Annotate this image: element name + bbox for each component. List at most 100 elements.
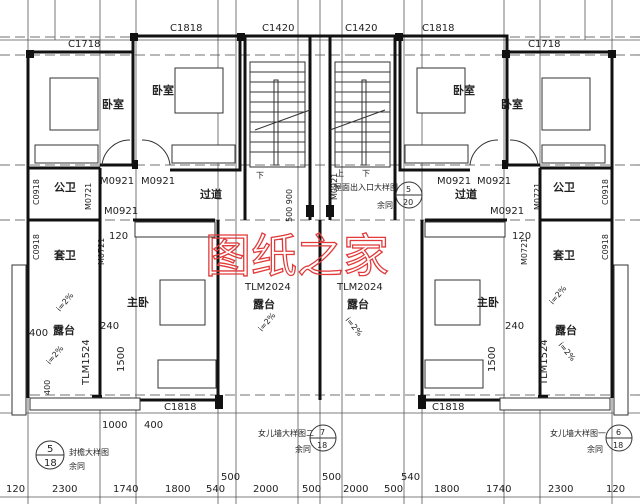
dim-label: 2300 (548, 484, 573, 495)
dim-label: 500 (322, 472, 341, 483)
note-same: 余同 (69, 461, 85, 471)
window-label: C0918 (32, 179, 41, 205)
door-label: M0921 (104, 206, 138, 217)
window-label: C1818 (164, 402, 196, 413)
callout-5-20: 5 20 (395, 181, 423, 209)
bed-icon (49, 77, 99, 131)
dim-label: 500 (302, 484, 321, 495)
door-label: M0921 (141, 176, 175, 187)
room-public-bath: 公卫 (553, 181, 575, 194)
dim-label: 500 (384, 484, 403, 495)
room-ensuite: 套卫 (54, 248, 76, 262)
railing (11, 264, 27, 416)
bed-icon (416, 67, 466, 114)
callout-6-18: 6 18 (605, 424, 633, 452)
railing (613, 264, 629, 416)
window-label: C0918 (601, 234, 610, 260)
wardrobe-icon (404, 144, 469, 164)
window-label: C1818 (170, 23, 202, 34)
note-parapet-1: 女儿墙大样图一 (550, 428, 606, 438)
note-parapet-2: 女儿墙大样图二 (258, 428, 314, 438)
dim-label: 240 (505, 321, 524, 332)
room-bedroom: 卧室 (102, 97, 124, 111)
watermark: 图纸之家 (205, 229, 389, 283)
slope-label: i=2% (343, 316, 364, 339)
dim-label: 1740 (486, 484, 511, 495)
room-corridor: 过道 (200, 187, 222, 201)
bed-icon (159, 279, 206, 326)
bottom-dimensions: 120 2300 1740 1800 540 500 2000 500 500 … (6, 472, 625, 495)
slope-label: i=2% (548, 284, 569, 307)
room-public-bath: 公卫 (54, 181, 76, 194)
note-roof-entry: 屋面出入口大样图 (334, 182, 398, 192)
callout-sheet: 18 (317, 441, 327, 450)
window-label: C1718 (528, 39, 560, 50)
slope-label: i=2% (55, 291, 76, 314)
callout-number: 7 (320, 428, 325, 437)
callout-sheet: 18 (613, 441, 623, 450)
slope-label: i=2% (556, 341, 577, 364)
note-same: 余同 (377, 200, 393, 210)
room-terrace: 露台 (253, 297, 275, 311)
dim-label: 400 (29, 328, 48, 339)
dim-label: 120 (6, 484, 25, 495)
room-master: 主卧 (477, 295, 499, 309)
room-bedroom: 卧室 (453, 83, 475, 97)
window-label: TLM1524 (539, 339, 550, 386)
dim-label: 1500 (116, 347, 127, 372)
callout-5-18: 5 18 (35, 440, 65, 470)
door-label: M0921 (490, 206, 524, 217)
note-same: 余同 (587, 444, 603, 454)
room-terrace: 露台 (347, 297, 369, 311)
dim-label: 400 (43, 380, 52, 395)
room-terrace: 露台 (555, 323, 577, 337)
callout-sheet: 20 (403, 198, 413, 207)
door-label: M0921 (477, 176, 511, 187)
bed-icon (174, 67, 224, 114)
callout-number: 6 (616, 428, 621, 437)
window-label: C0918 (601, 179, 610, 205)
door-label: M0721 (84, 183, 93, 210)
desk-icon (424, 359, 484, 389)
walls (26, 33, 616, 409)
note-same: 余同 (295, 444, 311, 454)
door-label: M0721 (533, 183, 542, 210)
bed-icon (434, 279, 481, 326)
furniture (11, 67, 629, 416)
dim-label: 120 (512, 231, 531, 242)
window-label: C0918 (32, 234, 41, 260)
dim-label: 2000 (343, 484, 368, 495)
note-eave: 封檐大样图 (69, 447, 109, 457)
callout-sheet: 18 (44, 458, 57, 469)
railing (499, 397, 611, 411)
wardrobe-icon (541, 144, 606, 164)
window-label: TLM2024 (244, 282, 291, 293)
window-label: C1420 (262, 23, 294, 34)
dim-label: 1000 (102, 420, 127, 431)
room-master: 主卧 (127, 295, 149, 309)
stair-up-label: 上 (336, 169, 344, 178)
door-label: M0921 (100, 176, 134, 187)
window-label: TLM1524 (81, 339, 92, 386)
door-label: M0921 (437, 176, 471, 187)
window-label: C1818 (432, 402, 464, 413)
dim-label: 500 (221, 472, 240, 483)
room-bedroom: 卧室 (501, 97, 523, 111)
dim-label: 1740 (113, 484, 138, 495)
bed-icon (541, 77, 591, 131)
callout-number: 5 (406, 185, 411, 194)
dim-label: 540 (206, 484, 225, 495)
railing (29, 397, 141, 411)
callout-number: 5 (47, 444, 53, 455)
slope-label: i=2% (257, 311, 278, 334)
callout-7-18: 7 18 (309, 424, 337, 452)
staircase (249, 61, 391, 168)
window-label: C1818 (422, 23, 454, 34)
door-label: M0721 (97, 238, 106, 265)
window-label: C1420 (345, 23, 377, 34)
door-label: M0721 (520, 238, 529, 265)
room-terrace: 露台 (53, 323, 75, 337)
dim-label: 120 (109, 231, 128, 242)
desk-icon (157, 359, 217, 389)
